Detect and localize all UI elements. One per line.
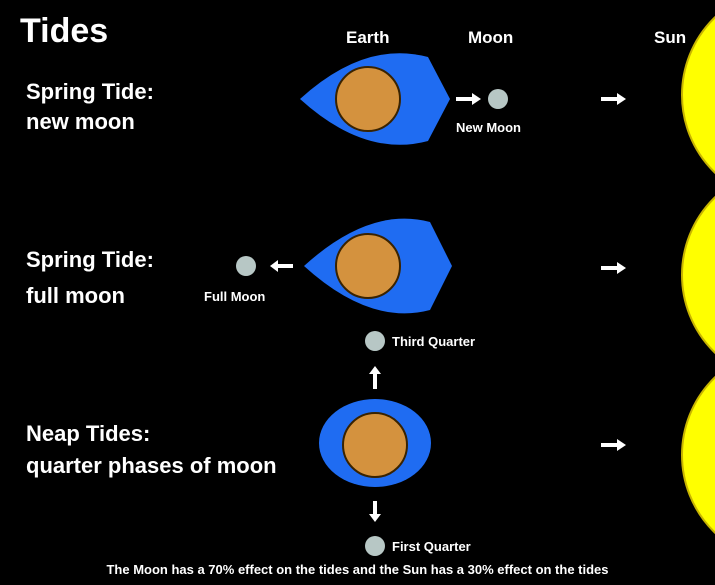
new-moon xyxy=(488,89,508,109)
sun-arrow-head-3 xyxy=(617,439,626,451)
arrow-head-up xyxy=(369,366,381,374)
row1-heading: Spring Tide: xyxy=(26,79,154,104)
arrow-head-down xyxy=(369,514,381,522)
earth-3 xyxy=(342,412,408,478)
column-earth: Earth xyxy=(346,28,390,47)
footer-caption: The Moon has a 70% effect on the tides a… xyxy=(106,562,609,577)
full-moon xyxy=(236,256,256,276)
row2-heading: Spring Tide: xyxy=(26,247,154,272)
first-quarter-label: First Quarter xyxy=(392,539,471,554)
third-quarter-moon xyxy=(365,331,385,351)
arrow-head-2 xyxy=(270,260,278,272)
arrow-head-1 xyxy=(472,93,481,105)
sun-disc-1 xyxy=(681,15,715,175)
row2-subheading: full moon xyxy=(26,283,125,308)
sun-disc-2 xyxy=(681,195,715,355)
row3-subheading: quarter phases of moon xyxy=(26,453,277,478)
sun-disc-3 xyxy=(681,375,715,535)
new-moon-label: New Moon xyxy=(456,120,521,135)
earth-1 xyxy=(335,66,401,132)
sun-arrow-head-1 xyxy=(617,93,626,105)
page-title: Tides xyxy=(20,12,109,50)
third-quarter-label: Third Quarter xyxy=(392,334,476,349)
row1-subheading: new moon xyxy=(26,109,135,134)
first-quarter-moon xyxy=(365,536,385,556)
earth-2 xyxy=(335,233,401,299)
column-sun: Sun xyxy=(654,28,687,47)
column-moon: Moon xyxy=(468,28,514,47)
sun-arrow-head-2 xyxy=(617,262,626,274)
row3-heading: Neap Tides: xyxy=(26,421,151,446)
full-moon-label: Full Moon xyxy=(204,289,266,304)
